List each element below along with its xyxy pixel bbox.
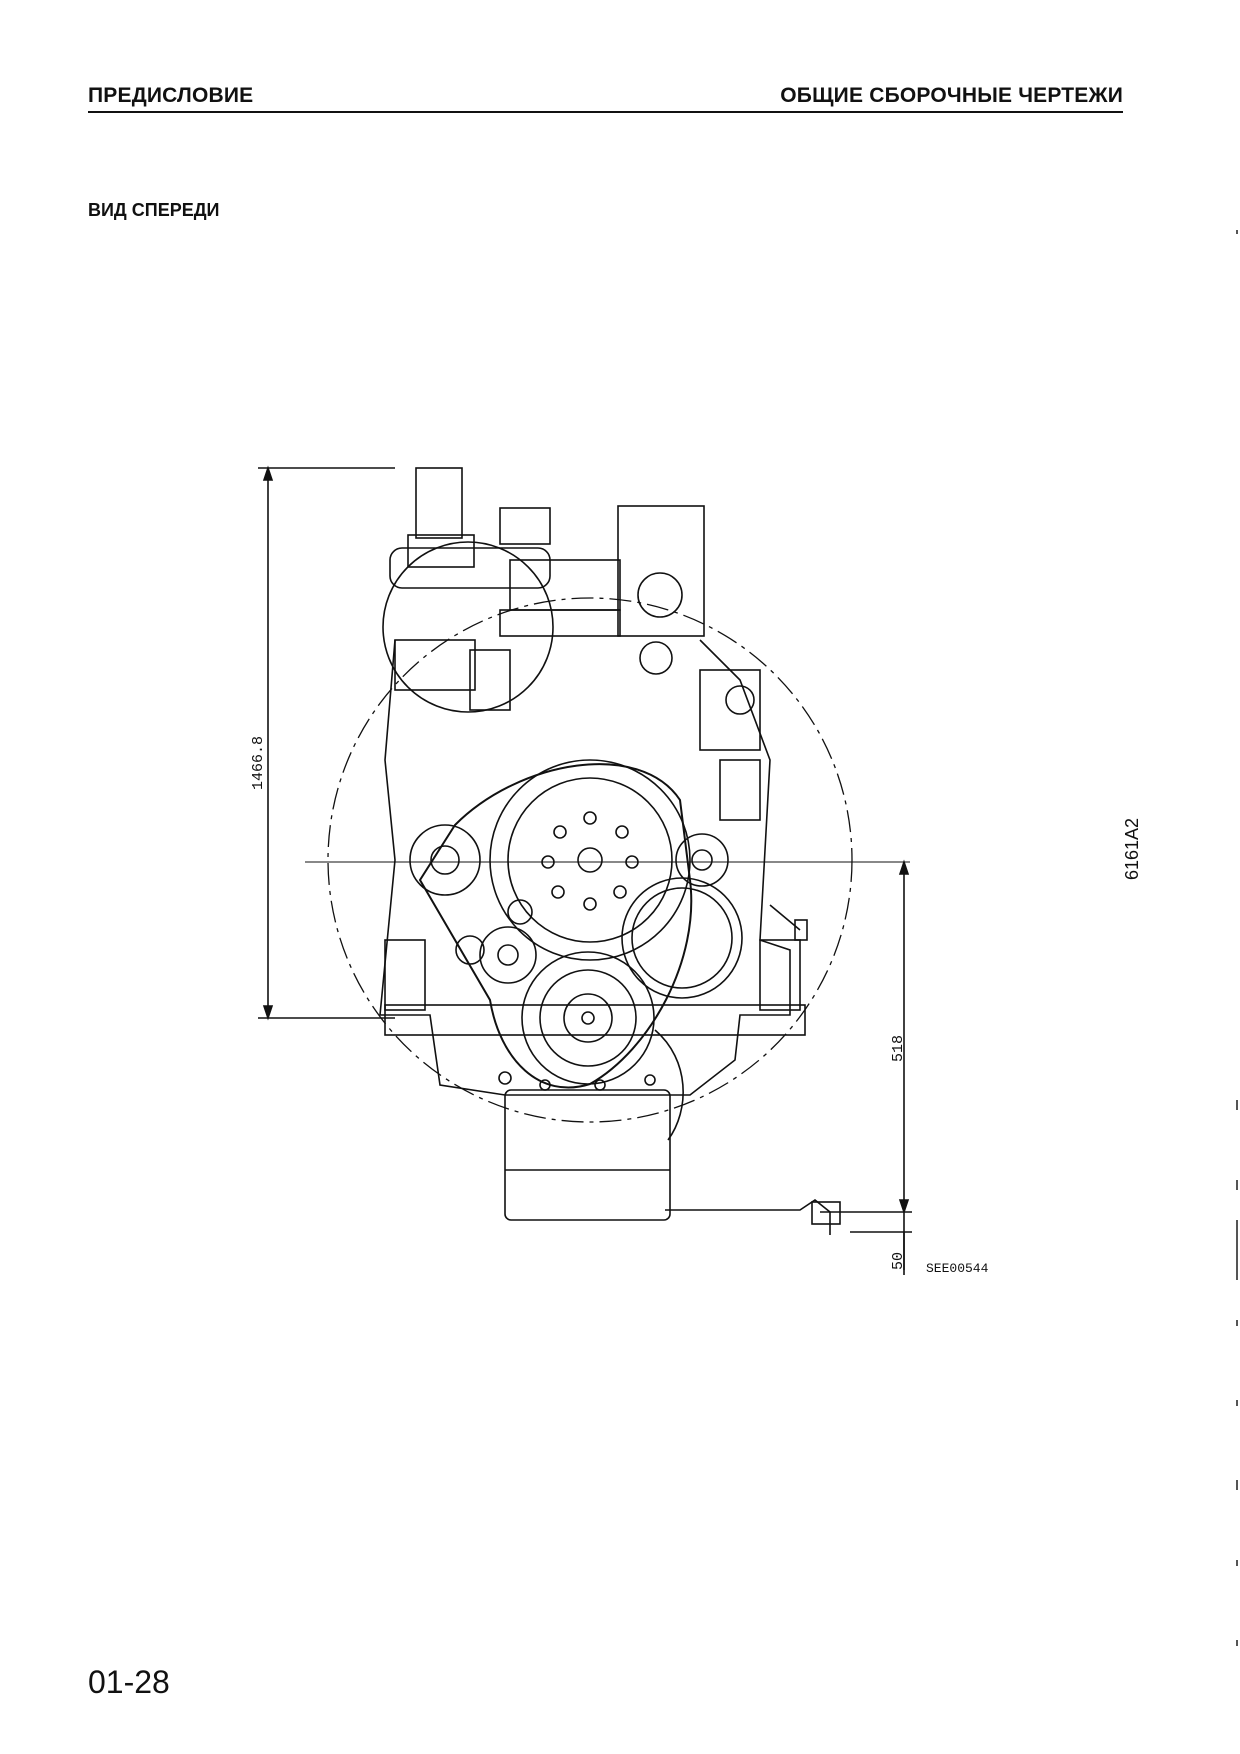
header-chapter-name: ОБЩИЕ СБОРОЧНЫЕ ЧЕРТЕЖИ (780, 84, 1123, 107)
dimension-bottom-label: 50 (890, 1252, 907, 1270)
header-section-name: ПРЕДИСЛОВИЕ (88, 84, 254, 107)
figure-code: SEE00544 (926, 1261, 989, 1276)
dimension-center-label: 518 (890, 1035, 907, 1062)
header-rule (88, 111, 1123, 113)
page-number: 01-28 (88, 1664, 170, 1700)
section-title: ВИД СПЕРЕДИ (88, 200, 220, 220)
side-reference-code: 6161A2 (1122, 817, 1142, 880)
dimension-height-label: 1466.8 (250, 736, 267, 790)
binding-edge-marks (1236, 230, 1238, 1646)
